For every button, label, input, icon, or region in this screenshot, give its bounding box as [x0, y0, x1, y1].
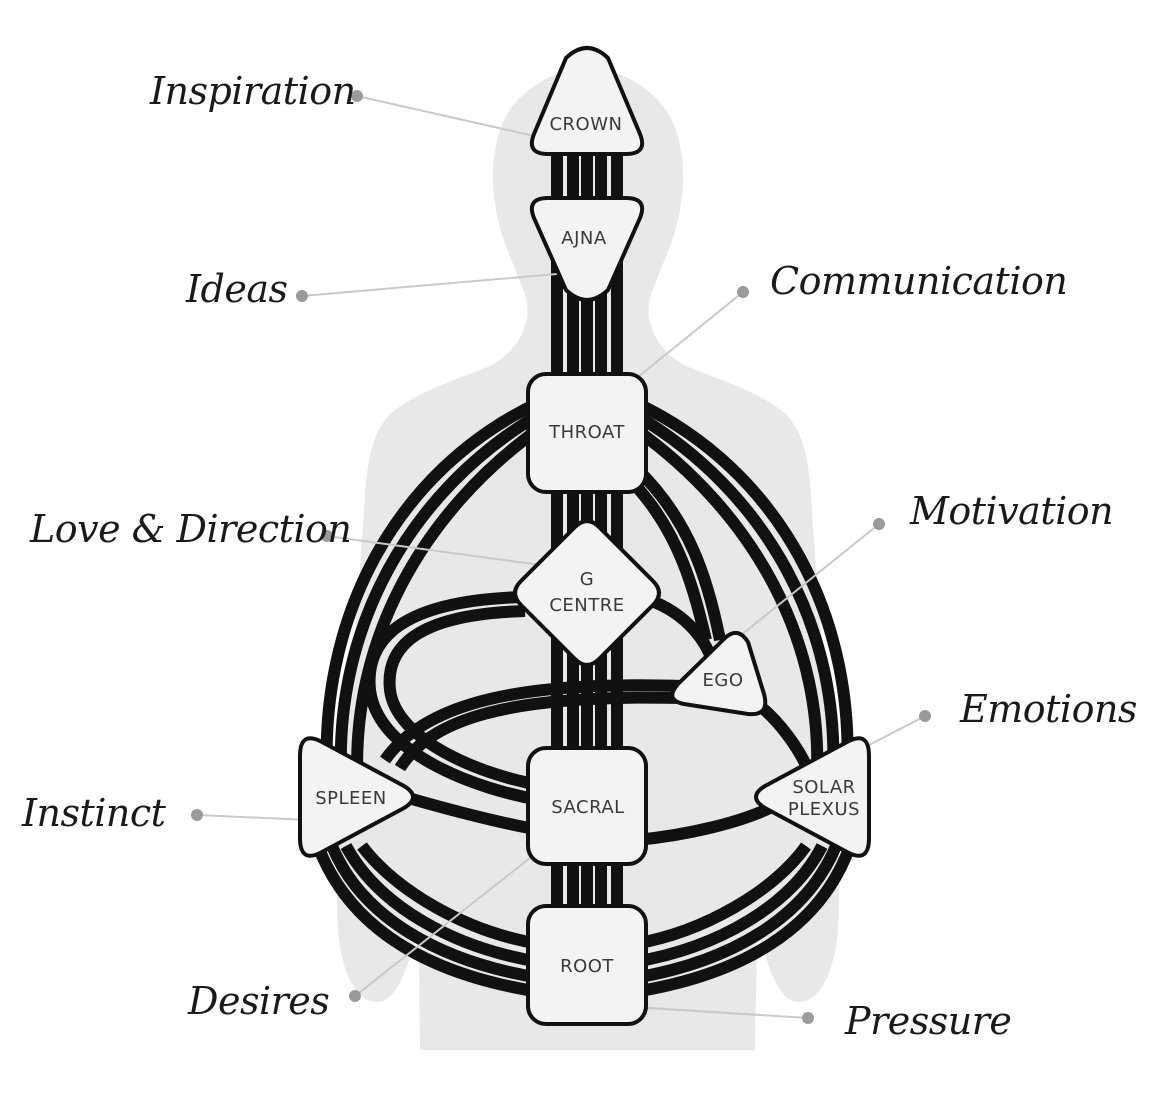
channel-solar-root-4	[633, 843, 809, 948]
callout-inspiration: Inspiration	[149, 69, 356, 113]
spleen-label: SPLEEN	[315, 788, 387, 809]
callout-labels: Inspiration Ideas Communication Love & D…	[21, 69, 1137, 1043]
channel-sacral-solar	[635, 804, 772, 844]
ajna-shape	[529, 196, 645, 302]
ajna-label: AJNA	[561, 228, 607, 249]
channel-throat-solar-1	[632, 398, 852, 791]
ego-label: EGO	[703, 670, 744, 691]
channel-ego-spleen	[382, 681, 683, 763]
callout-motivation: Motivation	[909, 489, 1113, 533]
root-shape	[526, 904, 648, 1026]
center-throat: THROAT	[526, 372, 648, 494]
crown-label: CROWN	[549, 114, 622, 135]
g-centre-label-line-1: G	[580, 569, 594, 590]
channel-solar-root-1	[633, 844, 854, 996]
g-centre-label-line-2: CENTRE	[549, 595, 624, 616]
channel-throat-spleen-3	[353, 425, 543, 791]
leader-dot-love-direction	[321, 530, 333, 542]
leader-line-communication	[621, 291, 744, 391]
leader-dot-desires	[349, 990, 361, 1002]
channel-solar-root-3	[633, 844, 826, 966]
callout-communication: Communication	[770, 259, 1067, 303]
throat-label: THROAT	[548, 422, 625, 443]
center-root: ROOT	[526, 904, 648, 1026]
crown-shape	[529, 46, 645, 156]
channel-g-sacral	[366, 593, 541, 804]
channel-ego-spleen-inner	[397, 694, 683, 770]
solar-plexus-label-line-1: SOLAR	[792, 777, 855, 798]
ego-shape	[670, 630, 768, 717]
channel-solar-root-2	[633, 844, 840, 982]
center-crown: CROWN	[529, 46, 645, 156]
channel-spleen-sacral	[404, 793, 541, 834]
leader-line-inspiration	[356, 95, 553, 141]
leader-line-desires	[354, 849, 541, 997]
leader-lines	[191, 90, 931, 1024]
callout-pressure: Pressure	[844, 999, 1011, 1043]
g-centre-shape	[513, 519, 661, 667]
center-solar-plexus: SOLAR PLEXUS	[754, 736, 871, 858]
channel-throat-ego-1	[633, 465, 724, 641]
leader-dot-pressure	[802, 1012, 814, 1024]
throat-shape	[526, 372, 648, 494]
leader-dot-inspiration	[351, 90, 363, 102]
leader-dot-motivation	[873, 518, 885, 530]
callout-emotions: Emotions	[959, 687, 1137, 731]
leader-dot-communication	[737, 286, 749, 298]
callout-instinct: Instinct	[21, 791, 167, 835]
channel-throat-spleen-2	[337, 410, 542, 791]
callout-love-direction: Love & Direction	[29, 507, 351, 551]
spleen-shape	[298, 736, 415, 858]
callout-ideas: Ideas	[185, 267, 287, 311]
channel-throat-solar-3	[631, 425, 821, 791]
leader-line-instinct	[196, 814, 311, 821]
center-sacral: SACRAL	[526, 746, 648, 866]
sacral-label: SACRAL	[551, 797, 624, 818]
leader-line-love-direction	[326, 535, 549, 567]
channel-throat-ego-2	[633, 483, 710, 641]
solar-plexus-label-line-2: PLEXUS	[788, 799, 860, 820]
center-g-centre: G CENTRE	[513, 519, 661, 667]
channel-throat-solar-2	[632, 410, 837, 791]
solar-plexus-shape	[754, 736, 871, 858]
leader-dot-ideas	[296, 290, 308, 302]
leader-dot-emotions	[919, 710, 931, 722]
channel-spleen-root-4	[359, 843, 541, 948]
channel-spleen-root-1	[314, 844, 541, 996]
leader-line-ideas	[301, 271, 581, 297]
center-spleen: SPLEEN	[298, 736, 415, 858]
channel-spleen-root-3	[342, 844, 541, 966]
callout-desires: Desires	[187, 979, 329, 1023]
center-ajna: AJNA	[529, 196, 645, 302]
root-label: ROOT	[560, 956, 614, 977]
sacral-shape	[526, 746, 648, 866]
channel-spleen-root-2	[328, 844, 541, 982]
leader-dot-instinct	[191, 809, 203, 821]
channel-g-sacral-inner	[386, 607, 541, 789]
center-ego: EGO	[670, 630, 768, 717]
leader-line-motivation	[734, 523, 880, 641]
channel-throat-spleen-1	[323, 398, 542, 791]
